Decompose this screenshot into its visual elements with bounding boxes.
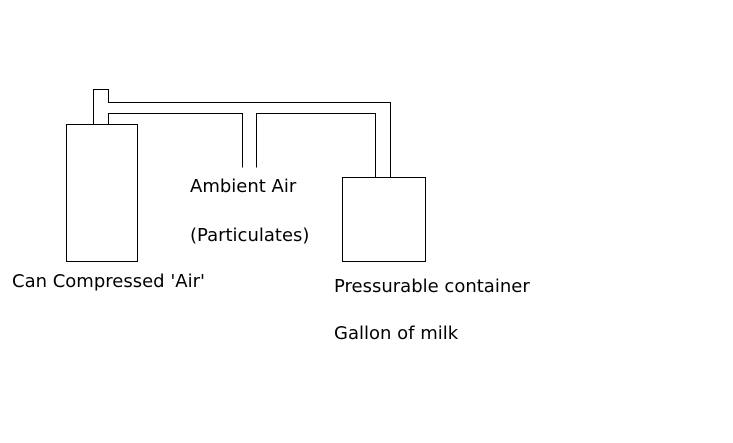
gallon-of-milk-label: Gallon of milk <box>334 323 459 344</box>
can-label: Can Compressed 'Air' <box>12 271 205 292</box>
pipe-inner-edge-left <box>108 113 243 168</box>
compressed-air-can <box>66 124 138 262</box>
container-label: Pressurable container <box>334 276 530 297</box>
can-nozzle-outer <box>93 89 391 178</box>
particulates-label: (Particulates) <box>190 225 310 246</box>
ambient-air-label: Ambient Air <box>190 176 297 197</box>
pipe-inner-edge-right <box>256 113 376 178</box>
pressurable-container <box>342 177 426 262</box>
